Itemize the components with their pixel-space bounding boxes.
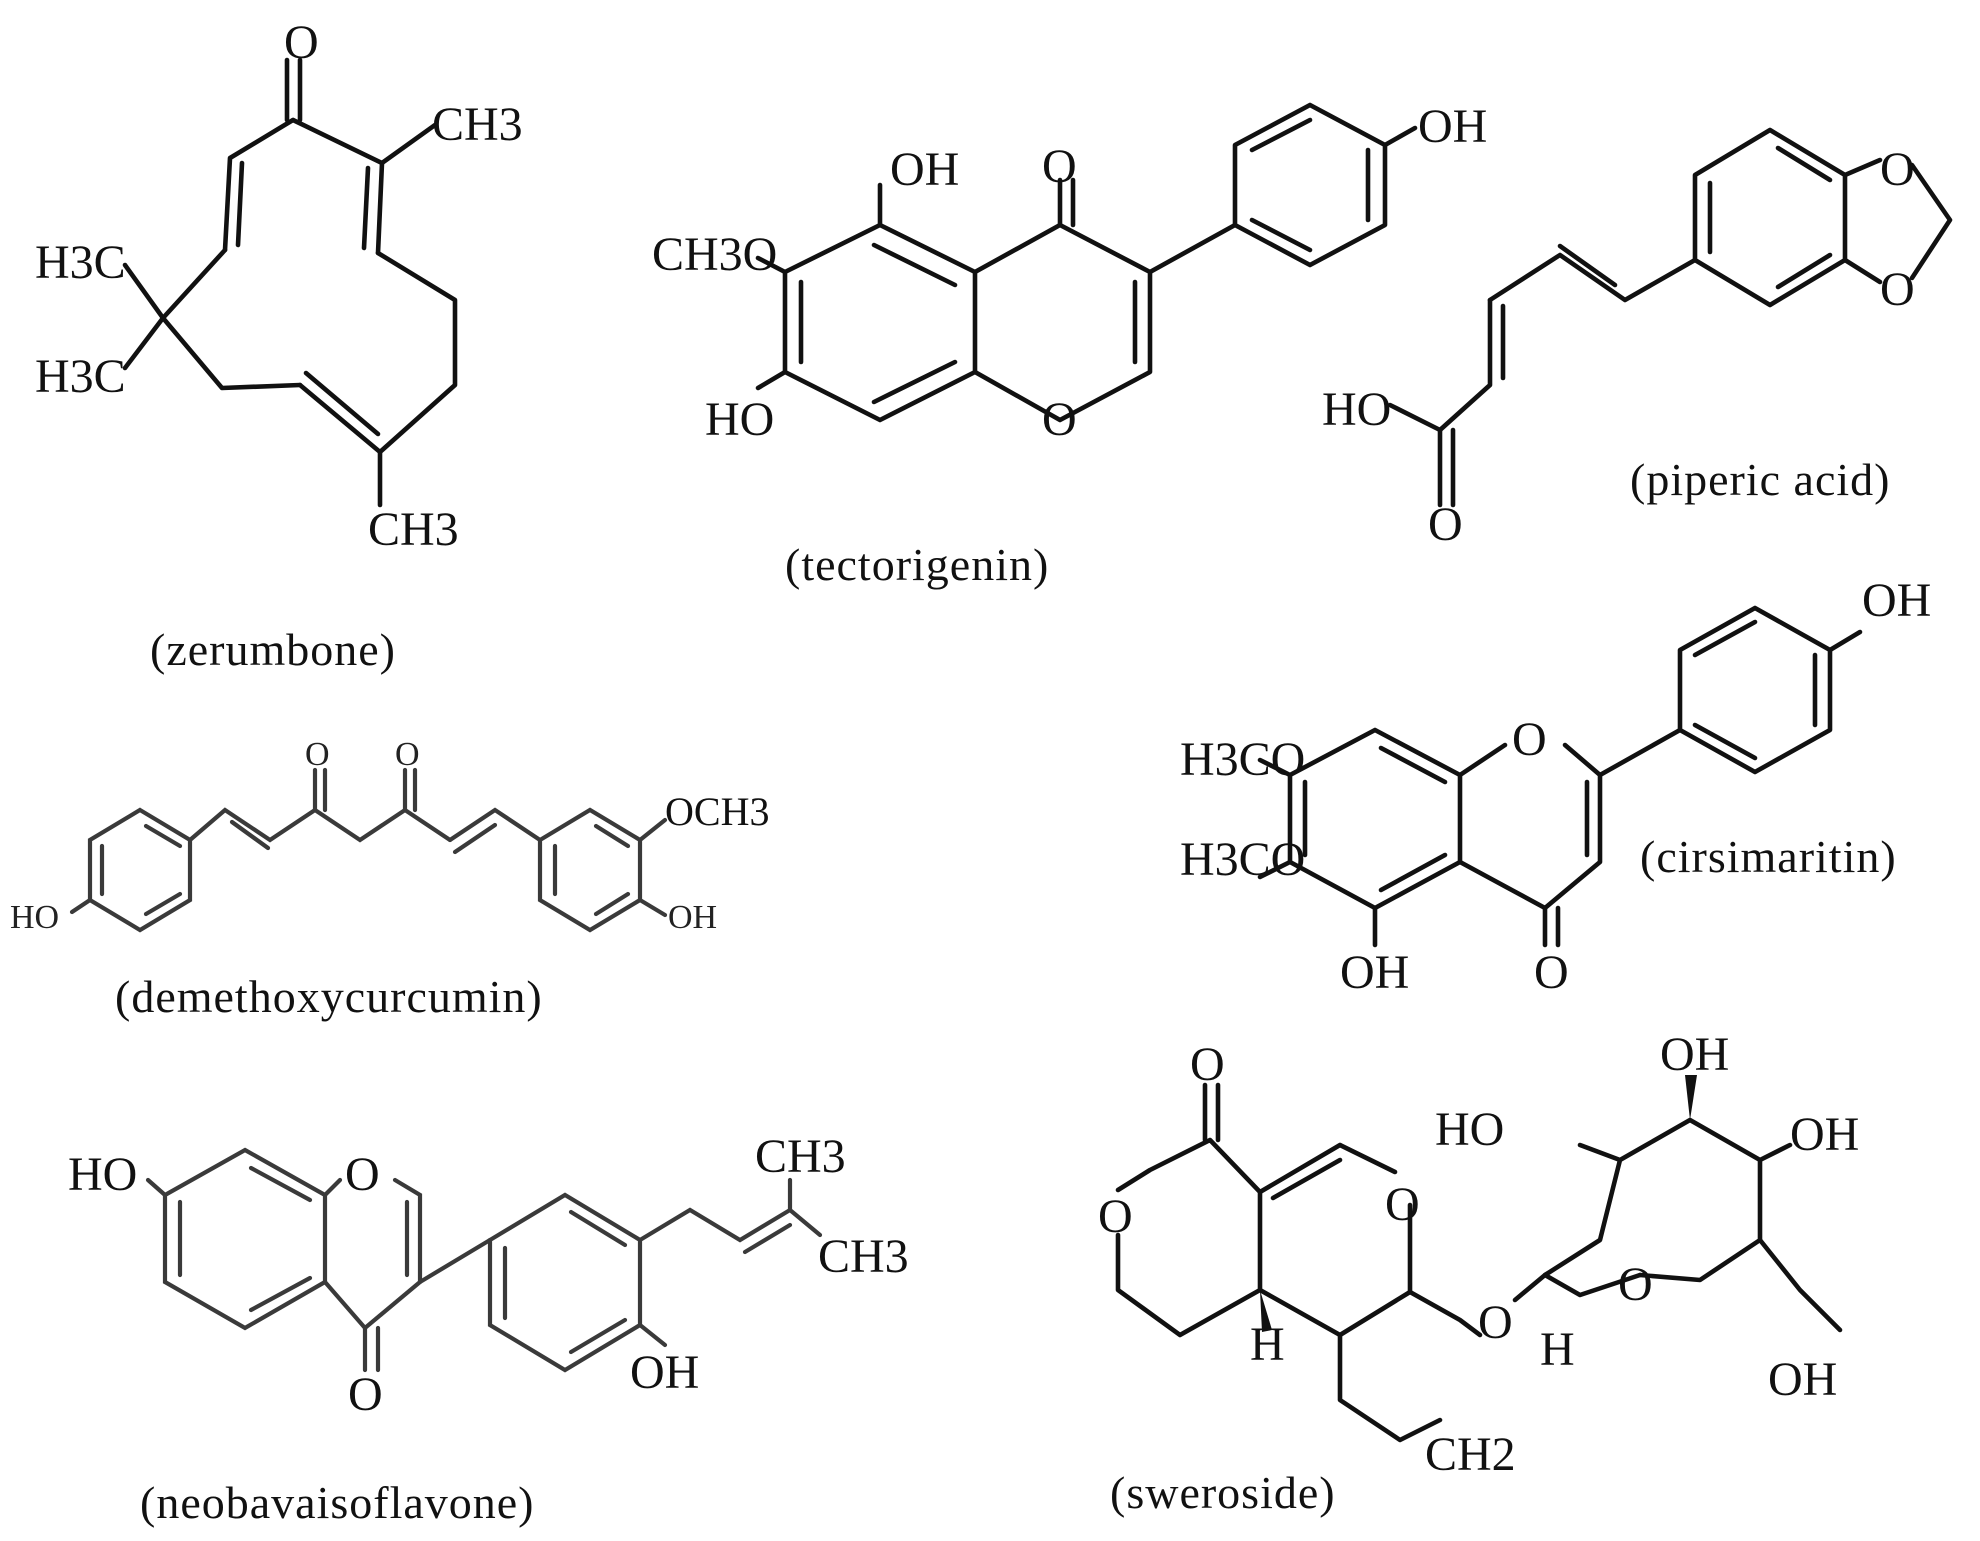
zerumbone-structure: O CH3 H3C H3C CH3 (zerumbone) bbox=[35, 16, 523, 675]
tectorigenin-hydroxyl-label: OH bbox=[890, 143, 959, 196]
cirsimaritin-ketone-label: O bbox=[1534, 946, 1569, 999]
sweroside-hydroxymethyl-label: OH bbox=[1768, 1353, 1837, 1406]
neobavaisoflavone-methyl-label-1: CH3 bbox=[755, 1130, 846, 1183]
piperic-acid-hydroxyl-label: HO bbox=[1322, 383, 1391, 436]
neobavaisoflavone-methyl-label-2: CH3 bbox=[818, 1230, 909, 1283]
piperic-acid-structure: O O HO O (piperic acid) bbox=[1322, 127, 1953, 551]
zerumbone-caption: (zerumbone) bbox=[150, 624, 396, 675]
sweroside-hydroxyl-label-1: OH bbox=[1660, 1028, 1729, 1081]
demethoxycurcumin-oxygen-2: O bbox=[395, 736, 420, 773]
demethoxycurcumin-hydroxyl-label-2: OH bbox=[668, 899, 717, 936]
cirsimaritin-caption: (cirsimaritin) bbox=[1640, 831, 1897, 882]
demethoxycurcumin-structure: O O OCH3 HO OH (demethoxycurcumin) bbox=[10, 736, 769, 1022]
neobavaisoflavone-ring-oxygen-label: O bbox=[345, 1148, 380, 1201]
zerumbone-gem-methyl-label-1: H3C bbox=[35, 236, 126, 289]
sweroside-glycosidic-oxygen-label: O bbox=[1478, 1296, 1513, 1349]
cirsimaritin-hydroxyl-label: OH bbox=[1340, 946, 1409, 999]
cirsimaritin-methoxy-label-1: H3CO bbox=[1180, 733, 1305, 786]
sweroside-glucose-oxygen-label: O bbox=[1618, 1258, 1653, 1311]
tectorigenin-hydroxyl-label-2: HO bbox=[705, 393, 774, 446]
cirsimaritin-ring-oxygen-label: O bbox=[1512, 713, 1547, 766]
piperic-acid-caption: (piperic acid) bbox=[1630, 454, 1890, 505]
sweroside-lactone-oxygen-label: O bbox=[1098, 1190, 1133, 1243]
sweroside-structure: O OH HO OH O O O H O H OH CH2 (sweroside… bbox=[1098, 1028, 1859, 1518]
zerumbone-methyl-label-2: CH3 bbox=[368, 503, 459, 556]
piperic-acid-dioxole-oxygen-1: O bbox=[1880, 143, 1915, 196]
neobavaisoflavone-phenol-label: OH bbox=[630, 1346, 699, 1399]
zerumbone-methyl-label: CH3 bbox=[432, 98, 523, 151]
neobavaisoflavone-caption: (neobavaisoflavone) bbox=[140, 1477, 535, 1528]
sweroside-vinyl-label: CH2 bbox=[1425, 1428, 1516, 1481]
piperic-acid-dioxole-oxygen-2: O bbox=[1880, 263, 1915, 316]
neobavaisoflavone-structure: HO O CH3 CH3 O OH (neobavaisoflavone) bbox=[68, 1130, 909, 1528]
sweroside-lactone-carbonyl-label: O bbox=[1190, 1038, 1225, 1091]
tectorigenin-structure: OH O OH CH3O HO O (tectorigenin) bbox=[652, 100, 1487, 590]
cirsimaritin-methoxy-label-2: H3CO bbox=[1180, 833, 1305, 886]
neobavaisoflavone-hydroxyl-label: HO bbox=[68, 1148, 137, 1201]
zerumbone-oxygen-label: O bbox=[284, 16, 319, 69]
tectorigenin-methoxy-label: CH3O bbox=[652, 228, 777, 281]
tectorigenin-caption: (tectorigenin) bbox=[785, 539, 1049, 590]
sweroside-caption: (sweroside) bbox=[1110, 1467, 1336, 1518]
sweroside-hydrogen-label-1: H bbox=[1250, 1318, 1285, 1371]
demethoxycurcumin-hydroxyl-label: HO bbox=[10, 899, 59, 936]
piperic-acid-carbonyl-label: O bbox=[1428, 498, 1463, 551]
sweroside-hydrogen-label-2: H bbox=[1540, 1323, 1575, 1376]
sweroside-hydroxyl-label-3: OH bbox=[1790, 1108, 1859, 1161]
cirsimaritin-structure: OH H3CO O H3CO OH O (cirsimaritin) bbox=[1180, 574, 1931, 999]
sweroside-hydroxyl-label-2: HO bbox=[1435, 1103, 1504, 1156]
demethoxycurcumin-oxygen-1: O bbox=[305, 736, 330, 773]
tectorigenin-phenol-label: OH bbox=[1418, 100, 1487, 153]
sweroside-pyran-oxygen-label: O bbox=[1385, 1178, 1420, 1231]
demethoxycurcumin-caption: (demethoxycurcumin) bbox=[115, 971, 543, 1022]
tectorigenin-ketone-label: O bbox=[1042, 140, 1077, 193]
tectorigenin-ring-oxygen-label: O bbox=[1042, 393, 1077, 446]
zerumbone-gem-methyl-label-2: H3C bbox=[35, 350, 126, 403]
cirsimaritin-phenol-label: OH bbox=[1862, 574, 1931, 627]
demethoxycurcumin-methoxy-label: OCH3 bbox=[665, 789, 769, 834]
neobavaisoflavone-ketone-label: O bbox=[348, 1368, 383, 1421]
